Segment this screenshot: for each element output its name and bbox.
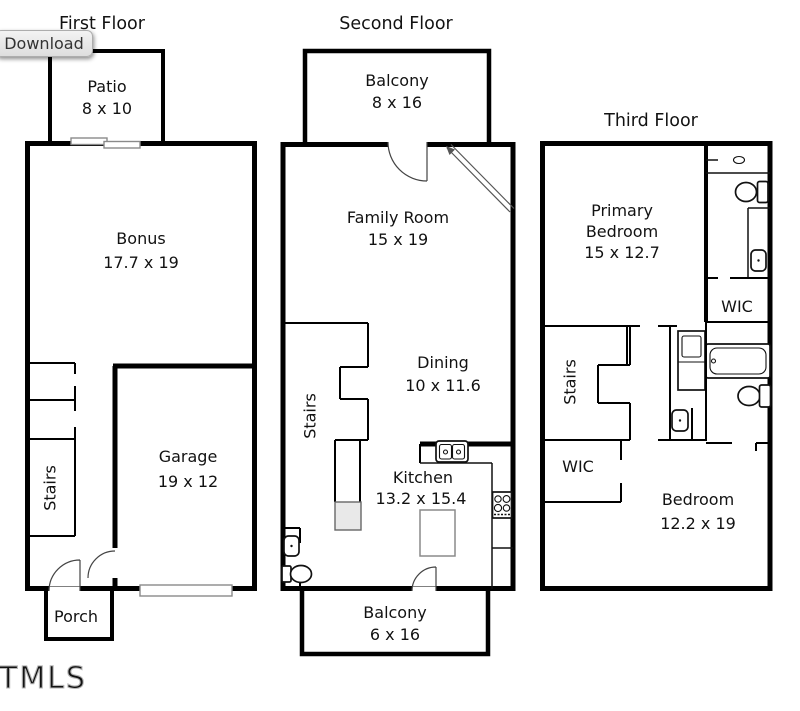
vanity-counter-icon — [706, 155, 770, 174]
room-label-wic-upper: WIC — [721, 297, 753, 316]
room-label-bonus: Bonus — [116, 229, 165, 248]
door-arc-icon — [87, 550, 116, 579]
second-floor-stairs-lines — [283, 322, 369, 502]
room-label-garage: Garage — [159, 447, 218, 466]
room-dims-balcony-bottom: 6 x 16 — [370, 625, 420, 644]
toilet-icon — [737, 384, 772, 408]
tmls-watermark: TMLS — [0, 661, 87, 696]
window-slider-icon — [70, 137, 141, 149]
primary-bedroom-wall — [542, 325, 640, 366]
second-floor-title: Second Floor — [339, 14, 453, 34]
room-label-patio: Patio — [87, 77, 126, 96]
room-dims-patio: 8 x 10 — [82, 99, 132, 118]
porch-walls — [44, 589, 114, 641]
washer-dryer-icon — [677, 330, 706, 391]
room-label-primary-1: Primary — [591, 201, 653, 220]
second-floor: Second Floor — [280, 14, 516, 657]
room-label-balcony-bottom: Balcony — [363, 603, 426, 622]
room-label-porch: Porch — [54, 607, 98, 626]
room-label-kitchen: Kitchen — [393, 468, 453, 487]
room-label-wic-lower: WIC — [562, 457, 594, 476]
room-dims-garage: 19 x 12 — [158, 472, 218, 491]
laundry-closet-walls — [658, 322, 707, 441]
wic-lower-walls — [542, 440, 622, 503]
wic-upper-walls — [706, 277, 770, 323]
bathtub-icon — [705, 343, 771, 379]
balcony-top-walls — [302, 48, 492, 144]
garage-walls — [112, 363, 255, 591]
third-floor: Third Floor — [540, 111, 773, 591]
sink-icon — [671, 409, 689, 432]
sink-icon — [747, 207, 770, 278]
first-floor-title: First Floor — [59, 14, 146, 34]
room-dims-bedroom: 12.2 x 19 — [660, 514, 736, 533]
first-floor-stairs-lines — [27, 362, 76, 537]
balcony-bottom-door-opening — [412, 586, 436, 596]
stove-icon — [491, 491, 513, 519]
room-label-bedroom: Bedroom — [662, 490, 734, 509]
door-arc-icon — [387, 141, 428, 182]
third-floor-title: Third Floor — [603, 111, 699, 131]
room-dims-balcony-top: 8 x 16 — [372, 93, 422, 112]
first-floor: First Floor Patio 8 x 10 Bonus 17.7 x 19… — [25, 14, 257, 641]
room-label-dining: Dining — [417, 353, 469, 372]
balcony-top-door-opening — [388, 139, 427, 149]
room-dims-primary: 15 x 12.7 — [584, 243, 660, 262]
room-dims-kitchen: 13.2 x 15.4 — [376, 489, 467, 508]
room-dims-dining: 10 x 11.6 — [405, 376, 481, 395]
patio-walls — [48, 49, 165, 144]
kitchen-island-icon — [419, 509, 456, 557]
room-label-primary-2: Bedroom — [586, 222, 658, 241]
kitchen-sink-icon — [435, 440, 469, 463]
sink-icon — [283, 535, 300, 557]
third-floor-stairs-lines — [542, 326, 631, 441]
room-label-stairs-2: Stairs — [301, 393, 320, 439]
understair-closet — [334, 501, 362, 531]
kitchen-counter-lines — [420, 462, 513, 589]
download-button[interactable]: Download — [0, 30, 93, 57]
garage-door-icon — [139, 584, 233, 597]
room-dims-bonus: 17.7 x 19 — [103, 253, 179, 272]
balcony-bottom-walls — [299, 589, 491, 657]
room-label-balcony-top: Balcony — [365, 71, 428, 90]
room-dims-family: 15 x 19 — [368, 230, 428, 249]
toilet-icon — [734, 180, 769, 204]
room-label-stairs-3: Stairs — [561, 359, 580, 405]
room-label-family: Family Room — [347, 208, 449, 227]
porch-door-opening — [49, 586, 80, 596]
door-arc-icon — [48, 559, 81, 592]
toilet-icon — [281, 564, 313, 584]
door-arc-icon — [411, 566, 437, 592]
diagonal-corner-feature — [446, 144, 515, 213]
room-label-stairs-1: Stairs — [41, 465, 60, 511]
bedroom-door-stubs — [706, 442, 770, 451]
